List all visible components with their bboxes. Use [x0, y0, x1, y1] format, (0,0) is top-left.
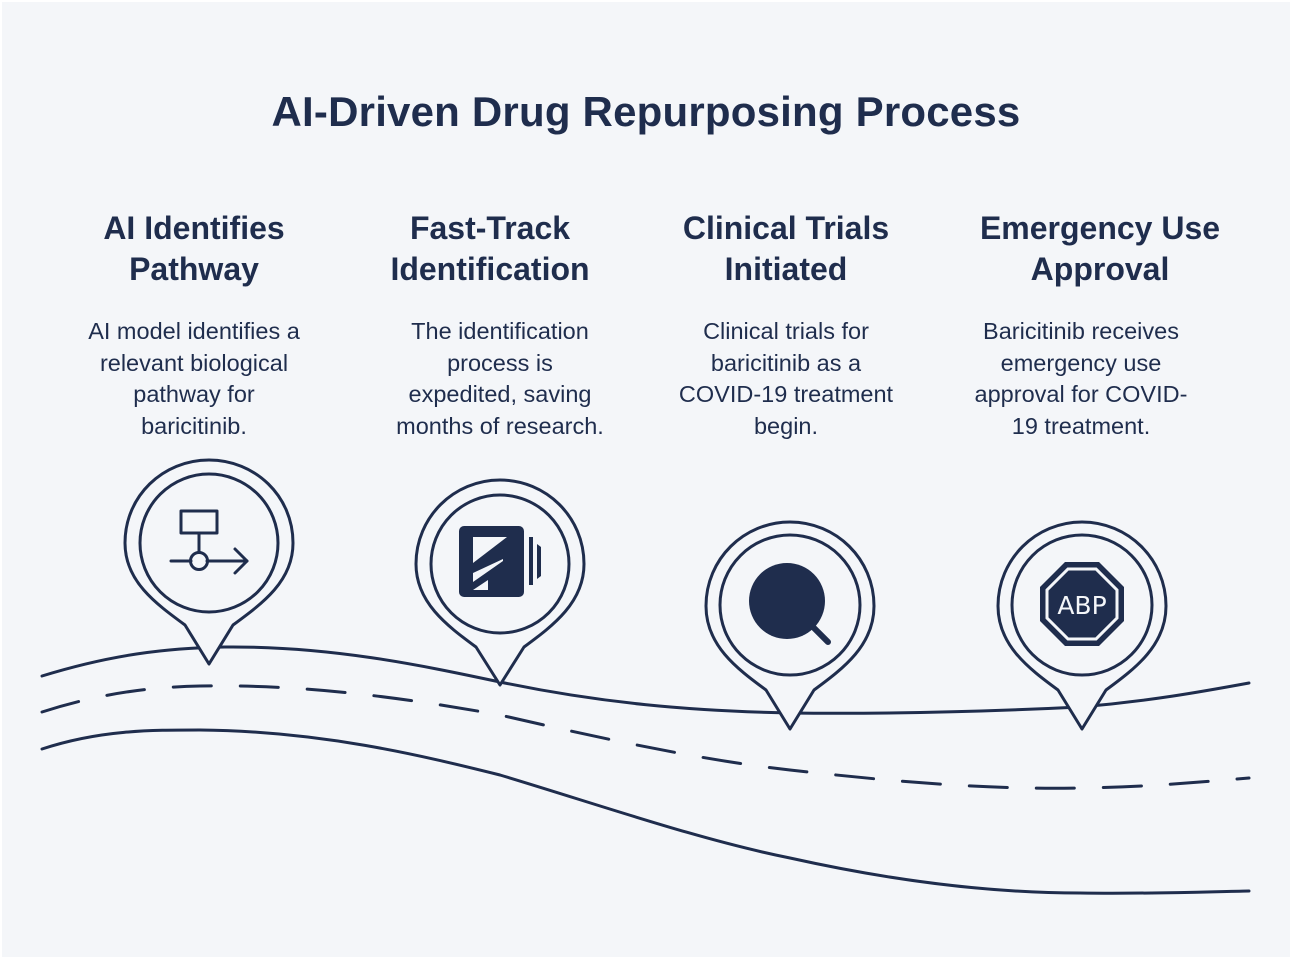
- step-4-title: Emergency Use Approval: [979, 210, 1221, 287]
- marker-3-pin: [704, 520, 876, 731]
- step-1-text: AI Identifies Pathway AI model identifie…: [64, 208, 324, 442]
- road-center-dashed-line: [40, 684, 1251, 790]
- abp-octagon-icon: ABP: [1040, 562, 1124, 646]
- step-3-text: Clinical Trials Initiated Clinical trial…: [656, 208, 916, 442]
- pathway-flow-icon: [169, 509, 249, 575]
- step-2-text: Fast-Track Identification The identifica…: [360, 208, 620, 442]
- step-4-text: Emergency Use Approval Baricitinib recei…: [950, 208, 1250, 442]
- step-4-description: Baricitinib receives emergency use appro…: [974, 318, 1188, 439]
- marker-4-pin: ABP: [996, 520, 1168, 731]
- step-3-title: Clinical Trials Initiated: [682, 210, 890, 287]
- step-1-description: AI model identifies a relevant biologica…: [88, 318, 300, 439]
- step-1-title: AI Identifies Pathway: [103, 210, 285, 287]
- step-3-description: Clinical trials for baricitinib as a COV…: [678, 318, 894, 439]
- fast-track-app-icon: [459, 526, 541, 597]
- abp-icon-text: ABP: [1057, 591, 1106, 620]
- magnifier-icon: [749, 563, 831, 645]
- marker-2-pin: [414, 478, 586, 687]
- step-2-description: The identification process is expedited,…: [396, 318, 604, 439]
- diagram-title: AI-Driven Drug Repurposing Process: [271, 88, 1021, 135]
- step-2-title: Fast-Track Identification: [390, 210, 590, 287]
- road-bottom-edge: [40, 728, 1251, 895]
- marker-1-pin: [123, 458, 295, 666]
